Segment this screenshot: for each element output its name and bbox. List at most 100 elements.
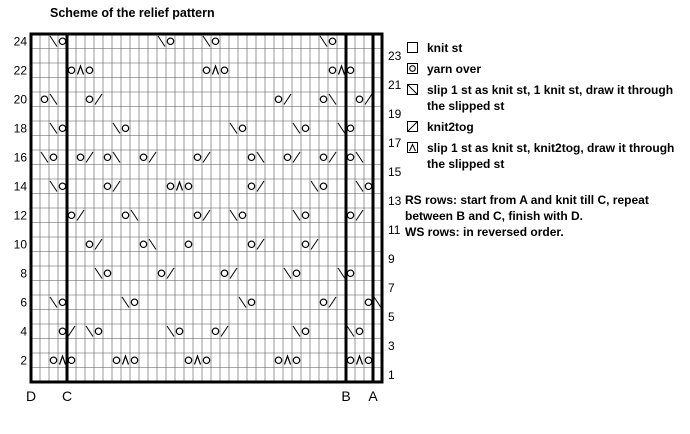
k2tog-icon xyxy=(328,296,337,308)
row-number-left: 18 xyxy=(14,121,28,135)
yarn-over-icon xyxy=(292,356,301,365)
yarn-over-icon xyxy=(211,327,220,336)
sk2p-icon xyxy=(407,142,418,153)
yarn-over-icon xyxy=(157,269,166,278)
yarn-over-icon xyxy=(292,269,301,278)
k2tog-icon xyxy=(407,121,418,132)
ssk-icon xyxy=(310,180,319,192)
ssk-icon xyxy=(256,151,265,163)
yarn-over-icon xyxy=(94,327,103,336)
yarn-over-icon xyxy=(301,211,310,220)
yarn-over-icon xyxy=(103,153,112,162)
sk2p-icon xyxy=(76,64,85,75)
ssk-icon xyxy=(407,84,418,95)
yarn-over-icon xyxy=(121,124,130,133)
yarn-over-icon xyxy=(85,66,94,75)
legend-item-sk2p: slip 1 st as knit st, knit2tog, draw it … xyxy=(405,140,690,172)
yarn-over-icon xyxy=(175,327,184,336)
ssk-icon xyxy=(238,296,247,308)
legend-item-k2tog: knit2tog xyxy=(405,119,690,135)
sk2p-icon xyxy=(211,64,220,75)
row-number-left: 2 xyxy=(20,353,27,367)
yarn-over-icon xyxy=(112,356,121,365)
yarn-over-icon xyxy=(346,66,355,75)
row-number-left: 20 xyxy=(14,92,28,106)
yarn-over-icon xyxy=(238,211,247,220)
legend-label: knit st xyxy=(427,41,463,55)
yarn-over-icon xyxy=(346,269,355,278)
k2tog-icon xyxy=(202,151,211,163)
yarn-over-icon xyxy=(407,63,418,74)
ssk-icon xyxy=(85,325,94,337)
row-number-left: 24 xyxy=(14,34,28,48)
k2tog-icon xyxy=(67,325,76,337)
ssk-icon xyxy=(157,35,166,47)
k2tog-icon xyxy=(310,238,319,250)
k2tog-icon xyxy=(166,267,175,279)
ssk-icon xyxy=(292,325,301,337)
ssk-icon xyxy=(112,151,121,163)
yarn-over-icon xyxy=(67,356,76,365)
yarn-over-icon xyxy=(283,153,292,162)
yarn-over-icon xyxy=(193,211,202,220)
yarn-over-icon xyxy=(364,298,373,307)
ssk-icon xyxy=(49,180,58,192)
k2tog-icon xyxy=(220,325,229,337)
knit-st-icon xyxy=(407,42,418,53)
sk2p-icon xyxy=(283,354,292,365)
legend-label: yarn over xyxy=(427,62,482,76)
k2tog-icon xyxy=(364,93,373,105)
ssk-icon xyxy=(49,35,58,47)
sk2p-icon xyxy=(337,64,346,75)
sk2p-icon xyxy=(355,354,364,365)
ssk-icon xyxy=(337,267,346,279)
yarn-over-icon xyxy=(346,153,355,162)
k2tog-icon xyxy=(256,238,265,250)
row-number-right: 19 xyxy=(388,107,402,121)
yarn-over-icon xyxy=(130,356,139,365)
row-number-left: 22 xyxy=(14,63,28,77)
ssk-icon xyxy=(148,238,157,250)
yarn-over-icon xyxy=(328,66,337,75)
yarn-over-icon xyxy=(184,240,193,249)
yarn-over-icon xyxy=(274,356,283,365)
row-number-right: 1 xyxy=(388,368,395,382)
legend-item-ssk: slip 1 st as knit st, 1 knit st, draw it… xyxy=(405,82,690,114)
legend-label: slip 1 st as knit st, 1 knit st, draw it… xyxy=(427,83,674,113)
yarn-over-icon xyxy=(184,182,193,191)
yarn-over-icon xyxy=(301,240,310,249)
k2tog-icon xyxy=(292,151,301,163)
sk2p-icon xyxy=(175,180,184,191)
column-marker: B xyxy=(341,388,350,404)
yarn-over-icon xyxy=(40,95,49,104)
yarn-over-icon xyxy=(67,66,76,75)
row-number-right: 23 xyxy=(388,49,402,63)
yarn-over-icon xyxy=(247,153,256,162)
yarn-over-icon xyxy=(49,153,58,162)
yarn-over-icon xyxy=(58,182,67,191)
row-number-right: 13 xyxy=(388,194,402,208)
row-number-right: 3 xyxy=(388,339,395,353)
yarn-over-icon xyxy=(364,356,373,365)
k2tog-icon xyxy=(283,93,292,105)
yarn-over-icon xyxy=(202,356,211,365)
rs-rows-note: RS rows: start from A and knit till C, r… xyxy=(405,193,649,223)
ssk-icon xyxy=(49,296,58,308)
ssk-icon xyxy=(319,35,328,47)
row-number-left: 6 xyxy=(20,295,27,309)
ssk-icon xyxy=(346,325,355,337)
k2tog-icon xyxy=(355,209,364,221)
legend-label: slip 1 st as knit st, knit2tog, draw it … xyxy=(427,141,675,171)
yarn-over-icon xyxy=(58,298,67,307)
k2tog-icon xyxy=(256,180,265,192)
k2tog-icon xyxy=(94,238,103,250)
column-marker: A xyxy=(368,388,378,404)
yarn-over-icon xyxy=(355,327,364,336)
yarn-over-icon xyxy=(355,95,364,104)
legend-item-knit: knit st xyxy=(405,40,690,56)
ssk-icon xyxy=(229,209,238,221)
yarn-over-icon xyxy=(130,298,139,307)
yarn-over-icon xyxy=(184,356,193,365)
yarn-over-icon xyxy=(238,124,247,133)
